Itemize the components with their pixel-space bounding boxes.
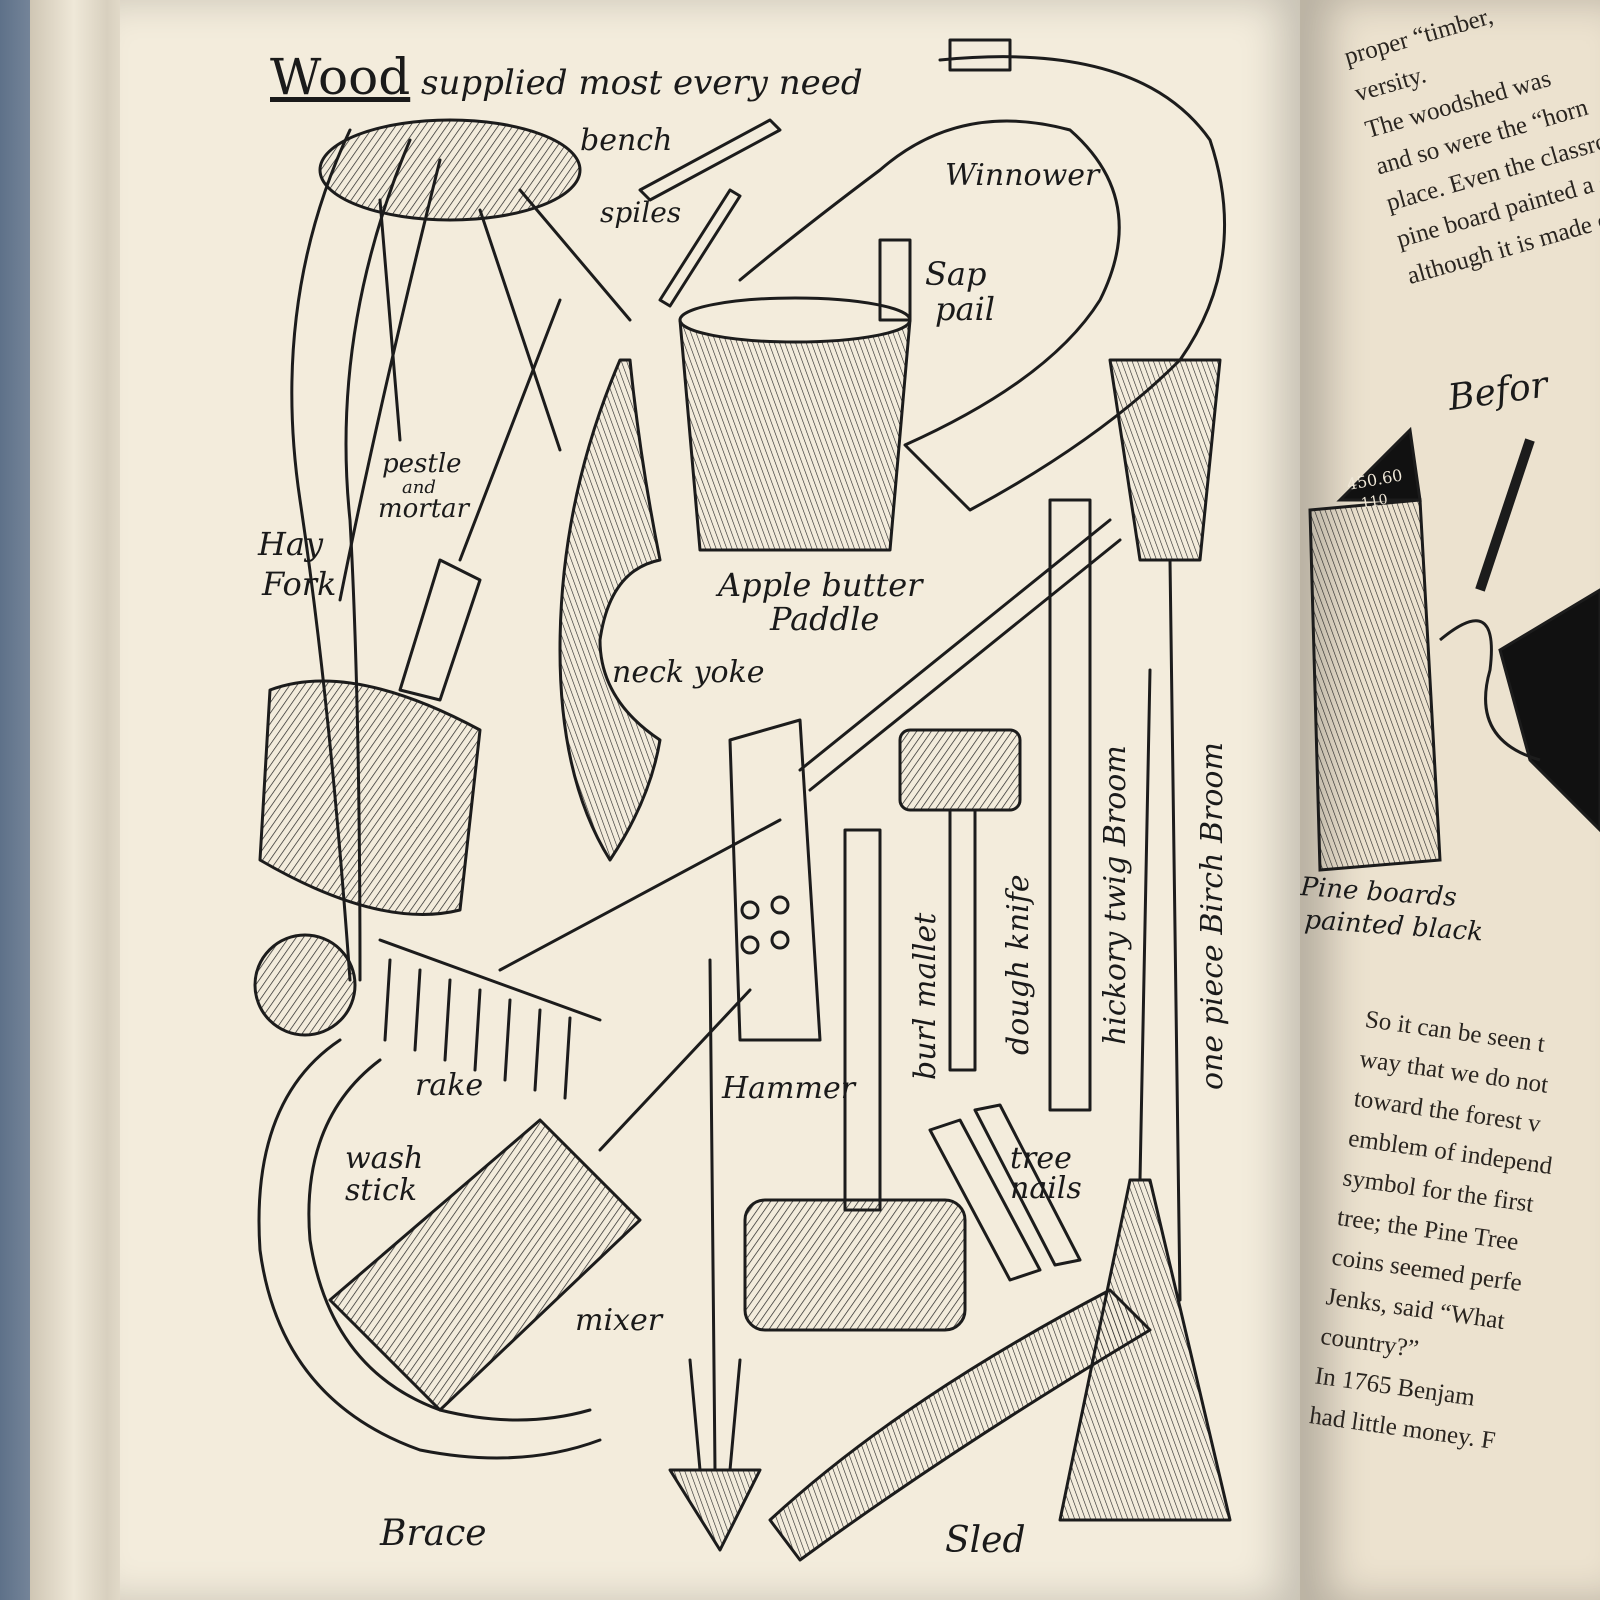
illustration-title: Wood supplied most every need [270,48,863,106]
label-sled: Sled [945,1520,1026,1561]
tree-nails-drawing [928,1118,1042,1282]
bench-drawing [318,118,582,222]
pestle-drawing [398,558,482,702]
label-birch-broom: one piece Birch Broom [1195,742,1230,1090]
brace-drawing [257,1038,602,1460]
label-tree-nails-1: tree [1010,1141,1072,1176]
rake-drawing [378,938,602,1022]
label-burl-mallet: burl mallet [908,912,943,1080]
label-pestle-3: mortar [378,494,471,524]
spiles-drawing [638,118,782,202]
label-neck-yoke: neck yoke [612,655,765,690]
sled-drawing [768,1288,1152,1562]
label-pine-boards-2: painted black [1304,905,1484,947]
label-brace: Brace [379,1513,487,1554]
slate-sketch: Befor 450.60 110 Pine boards painted bla… [1300,364,1600,947]
label-sap-pail-2: pail [935,290,995,328]
label-dough-knife: dough knife [1001,874,1036,1055]
title-word: Wood [270,48,411,106]
label-apple-butter-2: Paddle [769,600,879,638]
label-wash-stick-1: wash [345,1141,423,1176]
label-hay-fork-1: Hay [257,525,324,563]
label-hammer: Hammer [721,1071,857,1106]
label-hay-fork-2: Fork [261,565,336,603]
label-apple-butter-1: Apple butter [715,566,924,604]
apple-butter-paddle-drawing [728,718,822,1042]
label-winnower: Winnower [945,158,1101,193]
label-spiles: spiles [600,196,681,229]
burl-mallet-drawing [898,728,1022,812]
hickory-broom-drawing [1108,358,1222,562]
winnower-drawing [738,55,1227,512]
label-hickory-broom: hickory twig Broom [1098,745,1133,1045]
hammer-drawing [843,828,882,1212]
label-pestle-1: pestle [382,449,462,479]
mixer-drawing [668,1468,762,1552]
label-pestle-2: and [402,477,436,498]
dough-knife-drawing [1048,498,1092,1112]
title-rest: supplied most every need [421,63,863,103]
label-before: Befor [1445,364,1552,419]
label-mixer: mixer [575,1303,664,1338]
board-value-2: 110 [1360,492,1389,512]
sap-pail-drawing [678,318,912,552]
label-sap-pail-1: Sap [925,255,986,293]
label-rake: rake [415,1068,483,1103]
label-bench: bench [580,123,672,158]
wash-stick-drawing [328,1118,642,1412]
mortar-drawing [258,679,482,916]
label-tree-nails-2: nails [1010,1171,1082,1206]
label-wash-stick-2: stick [345,1173,417,1208]
neck-yoke-drawing [558,358,662,862]
